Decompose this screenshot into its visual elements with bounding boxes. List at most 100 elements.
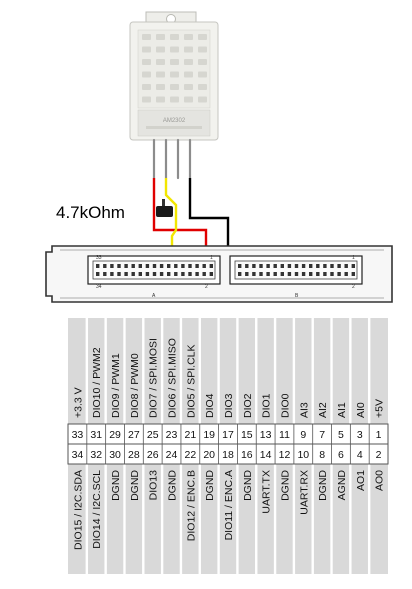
pinout-separator [123,318,126,424]
header-pin [301,264,306,268]
header-pin [159,264,164,268]
header-pin [323,264,327,268]
pin-label-odd: DIO3 [223,393,235,418]
pinout-separator [330,464,333,574]
sensor-legs [152,138,192,180]
pin-number-odd: 9 [300,429,306,441]
sensor-vent [156,46,165,53]
header-pin [323,272,327,276]
header-pin [337,272,341,276]
sensor-vent [156,71,165,78]
connector-a-pin-33: 33 [96,255,102,261]
pinout-separator [311,318,314,424]
pinout-separator [273,318,277,424]
pinout-separator [179,318,183,424]
pin-number-even: 34 [72,449,84,461]
pin-number-even: 18 [222,449,234,461]
pin-number-odd: 19 [203,429,215,441]
header-block-b-slot [234,260,358,280]
pin-number-even: 32 [90,449,102,461]
pin-label-even: UART.TX [261,470,273,514]
header-pin [337,264,341,268]
sensor-vent [170,46,179,53]
pin-number-even: 16 [241,449,253,461]
connector-b-pin-1: 1 [352,255,355,261]
sensor-vent [156,34,165,40]
header-pin [124,264,128,268]
connector-a-pin-2: 2 [205,284,208,290]
connector-a-pin-1: 1 [210,255,213,261]
pin-label-even: DIO12 / ENC.B [185,470,197,541]
header-pin [287,272,292,276]
header-pin [152,272,157,276]
pin-label-odd: DIO0 [279,393,291,418]
pin-label-odd: DIO1 [261,393,273,418]
resistor-label: 4.7kOhm [56,203,125,222]
sensor-vent [198,34,207,40]
pin-label-odd: AI1 [336,402,348,418]
pin-label-even: DGND [167,470,179,501]
header-pin [152,264,157,268]
pin-number-odd: 23 [166,429,178,441]
pin-label-odd: DIO7 / SPI.MOSI [148,338,160,418]
pinout-separator [198,464,201,574]
header-pin [330,272,334,276]
header-pin [309,264,313,268]
pinout-separator [349,464,352,574]
sensor-vent [170,84,179,90]
header-pin [110,264,114,268]
sensor-vent [198,96,207,103]
header-pin [181,272,185,276]
pin-label-odd: DIO9 / PWM1 [110,353,122,418]
header-pin [96,264,100,268]
pin-label-even: AO1 [355,470,367,491]
pin-number-odd: 15 [241,429,253,441]
pin-number-odd: 13 [260,429,272,441]
pinout-separator [311,464,314,574]
sensor-grille [137,29,211,109]
sensor-vent [170,59,179,65]
pin-label-even: DGND [279,470,291,501]
header-pin [280,264,284,268]
pin-number-even: 12 [279,449,291,461]
pin-number-even: 30 [109,449,121,461]
humidity-sensor: AM2302 [129,11,219,180]
sensor-vent [184,59,193,65]
pin-label-odd: DIO5 / SPI.CLK [185,344,197,418]
sensor-vent [142,84,151,90]
header-pin [145,264,150,268]
pin-label-even: DIO15 / I2C.SDA [72,470,84,550]
header-pin [188,264,192,268]
header-pin [181,264,185,268]
pin-label-odd: DIO10 / PWM2 [91,347,103,418]
header-pin [117,264,121,268]
pin-label-odd: DIO2 [242,393,254,418]
header-pin [280,272,284,276]
sensor-vent [184,84,193,90]
pin-label-even: DIO11 / ENC.A [223,470,235,540]
header-pin [202,264,206,268]
sensor-vent [142,96,151,103]
pin-number-even: 22 [185,449,197,461]
header-pin [266,264,270,268]
pin-number-odd: 33 [72,429,84,441]
header-pin [209,272,213,276]
header-pin [351,264,355,268]
header-pin [103,272,107,276]
header-pin [344,264,348,268]
pinout-separator [160,318,164,424]
sensor-vent [156,84,165,90]
pinout-separator [273,464,277,574]
header-pin [131,264,135,268]
header-pin [167,264,171,268]
pin-number-odd: 25 [147,429,159,441]
header-pin [259,264,263,268]
header-pin [110,272,114,276]
pinout-separator [349,318,352,424]
pinout-separator [330,318,333,424]
connector-a-label: A [152,293,156,299]
pin-label-odd: DIO4 [204,393,216,418]
pinout-separator [236,318,239,424]
pin-number-odd: 31 [90,429,102,441]
pin-label-odd: AI2 [317,402,329,418]
